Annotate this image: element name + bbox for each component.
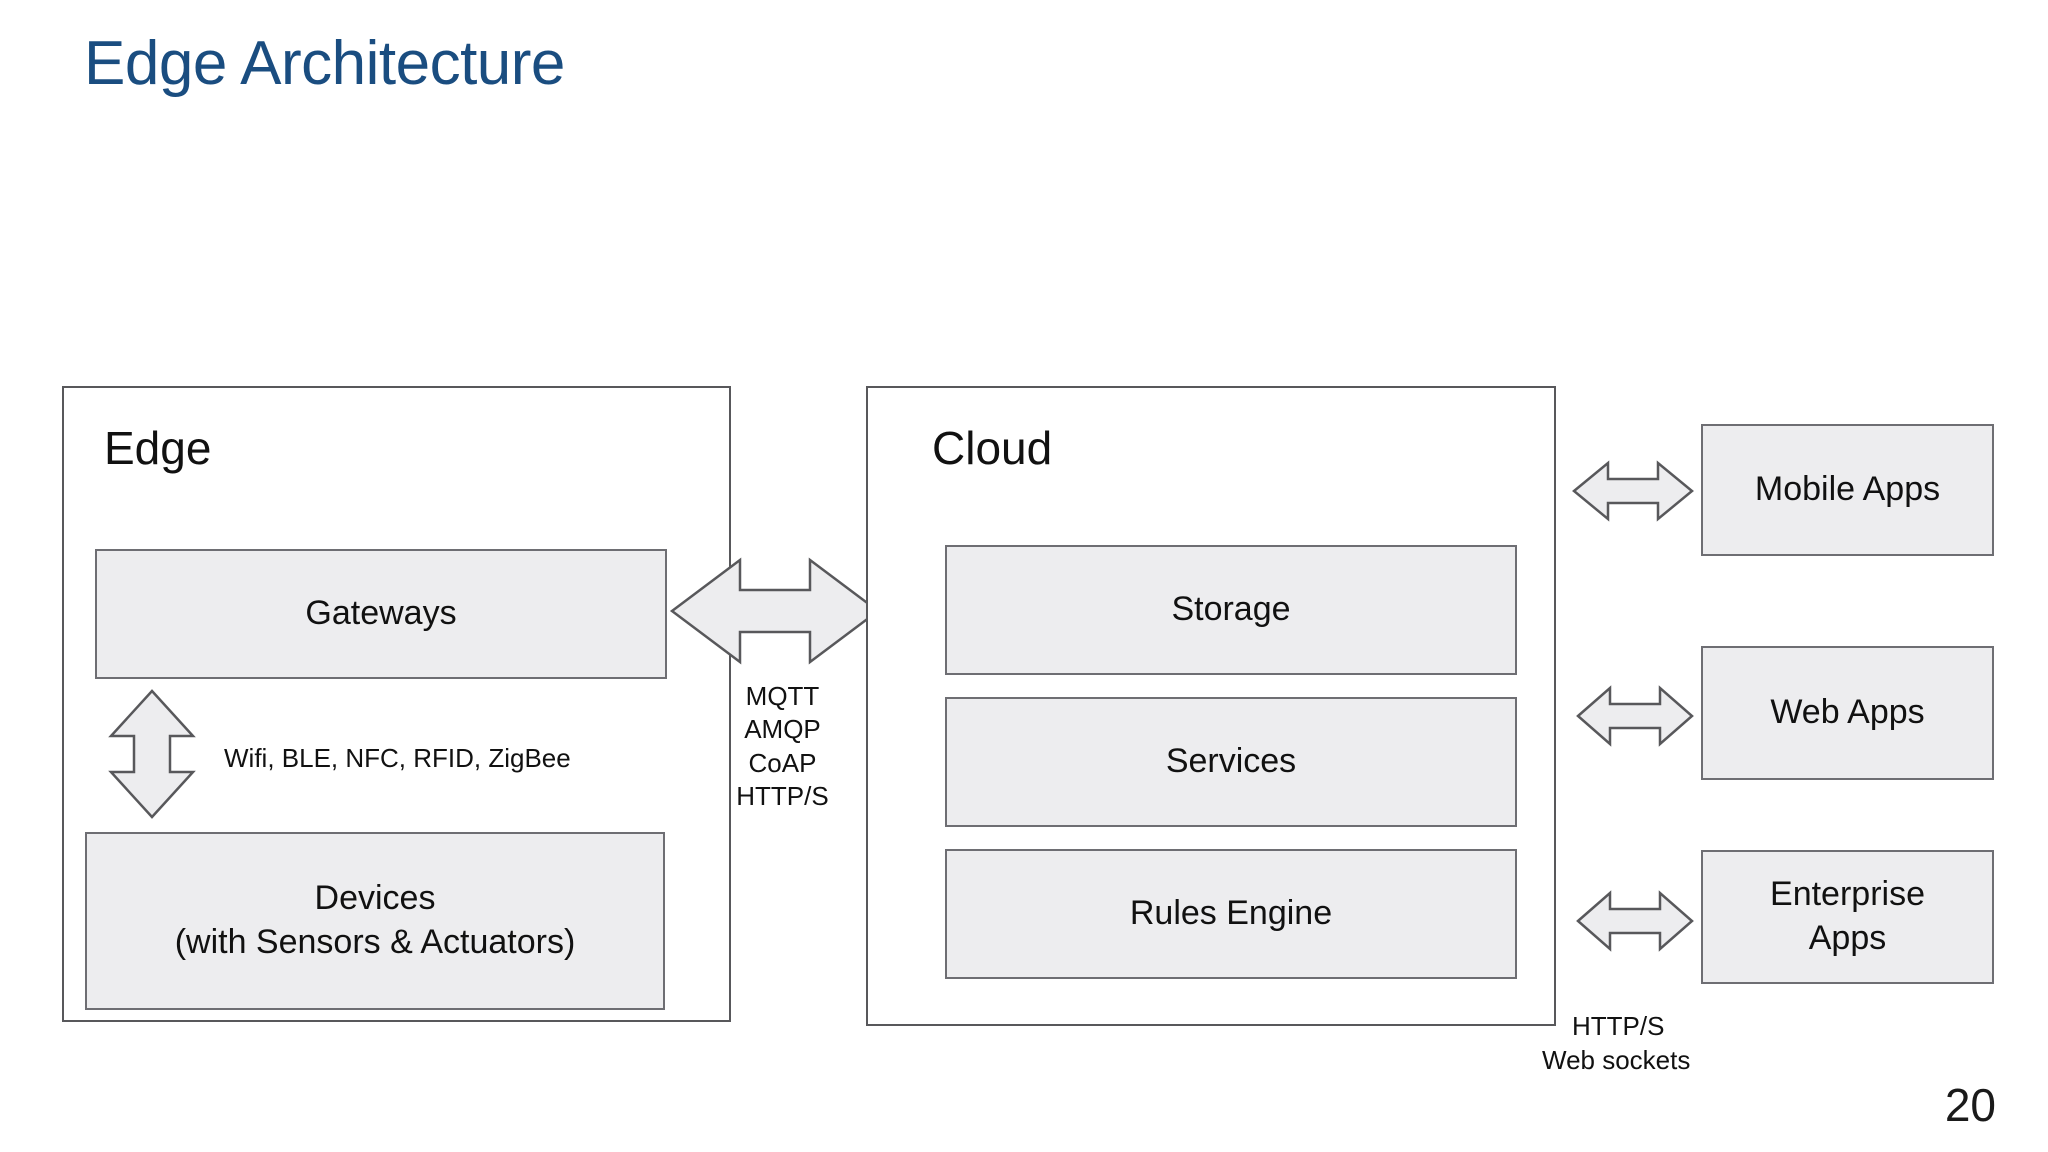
cloud-container-label: Cloud (932, 422, 1053, 474)
cloud-web-bidirectional-arrow-icon (1576, 685, 1694, 747)
cloud-component-storage[interactable]: Storage (945, 545, 1517, 675)
edge-cloud-protocols: MQTT AMQP CoAP HTTP/S (700, 680, 865, 813)
edge-cloud-bidirectional-arrow-icon (669, 557, 881, 665)
gateways-label: Gateways (305, 594, 457, 633)
client-label-mobile-apps: Mobile Apps (1754, 470, 1941, 509)
edge-container-label: Edge (104, 422, 212, 474)
gateway-device-bidirectional-arrow-icon (108, 688, 196, 820)
protocol-line-1: MQTT (745, 681, 820, 711)
client-label-enterprise-apps-line1: Enterprise (1770, 875, 1925, 914)
page-number: 20 (1944, 1079, 1996, 1131)
devices-label-line2: (with Sensors & Actuators) (174, 923, 576, 961)
client-label-enterprise-apps-line2: Apps (1808, 919, 1887, 957)
protocol-line-4: HTTP/S (736, 780, 829, 811)
client-protocols-line2: Web sockets (1542, 1045, 1691, 1075)
devices-box[interactable]: Devices (with Sensors & Actuators) (85, 832, 665, 1010)
cloud-component-services[interactable]: Services (945, 697, 1517, 827)
protocol-line-2: AMQP (744, 714, 821, 745)
protocol-line-3: CoAP (748, 747, 817, 778)
client-box-web-apps[interactable]: Web Apps (1701, 646, 1994, 780)
client-box-enterprise-apps[interactable]: Enterprise Apps (1701, 850, 1994, 984)
cloud-mobile-bidirectional-arrow-icon (1572, 460, 1694, 522)
devices-label-line1: Devices (314, 879, 436, 918)
cloud-component-rules-engine[interactable]: Rules Engine (945, 849, 1517, 979)
cloud-enterprise-bidirectional-arrow-icon (1576, 890, 1694, 952)
client-label-web-apps: Web Apps (1770, 693, 1925, 732)
client-box-mobile-apps[interactable]: Mobile Apps (1701, 424, 1994, 556)
client-protocols-line1: HTTP/S (1572, 1011, 1665, 1041)
cloud-component-rules-engine-label: Rules Engine (1129, 894, 1333, 933)
gateways-box[interactable]: Gateways (95, 549, 667, 679)
edge-local-protocols-label: Wifi, BLE, NFC, RFID, ZigBee (224, 743, 571, 773)
cloud-component-services-label: Services (1165, 742, 1297, 781)
page-title: Edge Architecture (84, 29, 565, 98)
cloud-component-storage-label: Storage (1171, 590, 1291, 629)
